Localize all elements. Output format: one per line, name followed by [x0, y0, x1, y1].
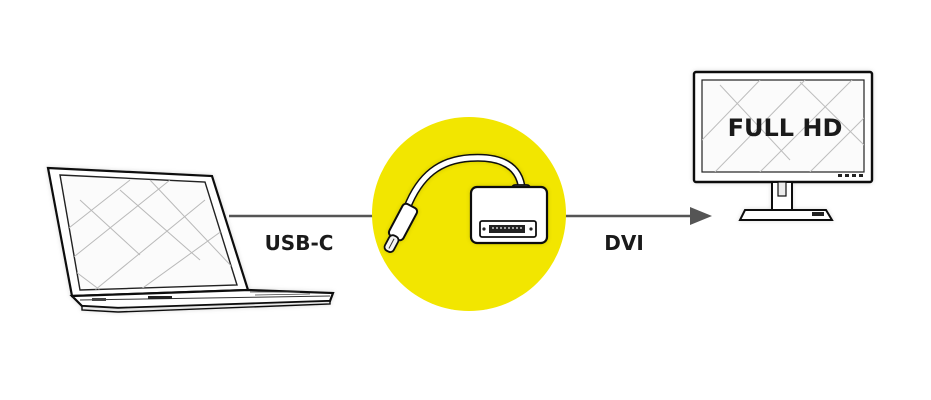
- monitor-icon: [692, 70, 874, 221]
- dvi-label: DVI: [604, 231, 644, 255]
- adapter-highlight-circle: [372, 117, 566, 311]
- arrow-head-icon: [690, 207, 712, 225]
- usb-c-to-dvi-adapter-icon: [383, 153, 549, 253]
- usb-c-label: USB-C: [265, 231, 334, 255]
- laptop-icon: [46, 166, 335, 313]
- full-hd-screen-label: FULL HD: [728, 114, 843, 142]
